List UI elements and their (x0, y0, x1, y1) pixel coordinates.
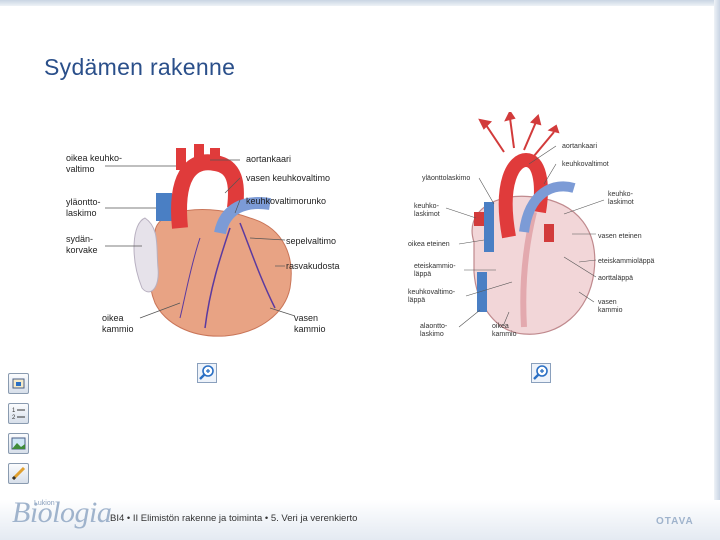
label-superior-vena-cava-2: laskimo (66, 208, 97, 218)
label-aortic-valve: aorttaläppä (598, 275, 633, 282)
label-aortic-arch: aortankaari (246, 154, 291, 164)
label-left-pulmonary-artery: vasen keuhkovaltimo (246, 173, 330, 183)
page-title: Sydämen rakenne (44, 54, 236, 80)
right-frame (714, 0, 720, 540)
list-button[interactable]: 1 2 (8, 403, 29, 424)
label-left-ventricle: vasen (294, 313, 318, 323)
label-pulmonary-valve-2: läppä (408, 297, 425, 304)
zoom-left-icon[interactable] (197, 363, 217, 383)
publisher-logo: OTAVA (656, 516, 694, 527)
label-tricuspid-valve: eteiskammio- (414, 263, 456, 270)
label-fat-tissue: rasvakudosta (286, 261, 340, 271)
label-inferior-vena-cava: alaontto- (420, 323, 448, 330)
label-pulmonary-veins-right-2: laskimot (414, 211, 440, 218)
label-inferior-vena-cava-2: laskimo (420, 331, 444, 338)
home-button[interactable] (8, 373, 29, 394)
label-left-ventricle-2: kammio (294, 324, 326, 334)
label-right-ventricle-section-2: kammio (492, 331, 517, 338)
label-right-pulmonary-artery: oikea keuhko- (66, 153, 122, 163)
label-right-pulmonary-artery-2: valtimo (66, 164, 95, 174)
svg-text:2: 2 (12, 415, 16, 421)
logo: Biologia (12, 496, 112, 529)
label-coronary-artery: sepelvaltimo (286, 236, 336, 246)
label-pulmonary-arteries: keuhkovaltimot (562, 161, 609, 168)
label-superior-vena-cava-section: yläonttolaskimo (422, 175, 470, 182)
label-right-ventricle-2: kammio (102, 324, 134, 334)
label-pulmonary-veins-left-2: laskimot (608, 199, 634, 206)
zoom-right-icon[interactable] (531, 363, 551, 383)
pencil-button[interactable] (8, 463, 29, 484)
footer-text: BI4 • II Elimistön rakenne ja toiminta •… (110, 513, 358, 524)
svg-text:1: 1 (12, 408, 16, 414)
image-button[interactable] (8, 433, 29, 454)
label-auricle-2: korvake (66, 245, 98, 255)
label-tricuspid-valve-2: läppä (414, 271, 431, 278)
home-icon (12, 378, 25, 389)
logo-prefix: Lukion (34, 500, 55, 507)
label-mitral-valve: eteiskammioläppä (598, 258, 655, 265)
heart-section-figure: aortankaari keuhkovaltimot yläonttolaski… (408, 112, 655, 338)
label-aortic-arch-2: aortankaari (562, 143, 597, 150)
heart-exterior-figure: oikea keuhko- valtimo yläontto- laskimo … (66, 144, 340, 337)
image-icon (11, 437, 26, 450)
label-auricle: sydän- (66, 234, 93, 244)
label-pulmonary-valve: keuhkovaltimo- (408, 289, 456, 296)
label-left-atrium: vasen eteinen (598, 233, 642, 240)
pencil-icon (11, 466, 26, 481)
top-frame (0, 0, 720, 6)
label-left-ventricle-section-2: kammio (598, 307, 623, 314)
label-left-ventricle-section: vasen (598, 299, 617, 306)
list-icon: 1 2 (12, 408, 25, 421)
label-right-atrium: oikea eteinen (408, 241, 450, 248)
label-pulmonary-veins-right: keuhko- (414, 203, 440, 210)
label-superior-vena-cava: yläontto- (66, 197, 101, 207)
label-right-ventricle: oikea (102, 313, 124, 323)
footer-bar (0, 500, 720, 540)
label-pulmonary-veins-left: keuhko- (608, 191, 634, 198)
label-pulmonary-trunk: keuhkovaltimorunko (246, 196, 326, 206)
label-right-ventricle-section: oikea (492, 323, 509, 330)
